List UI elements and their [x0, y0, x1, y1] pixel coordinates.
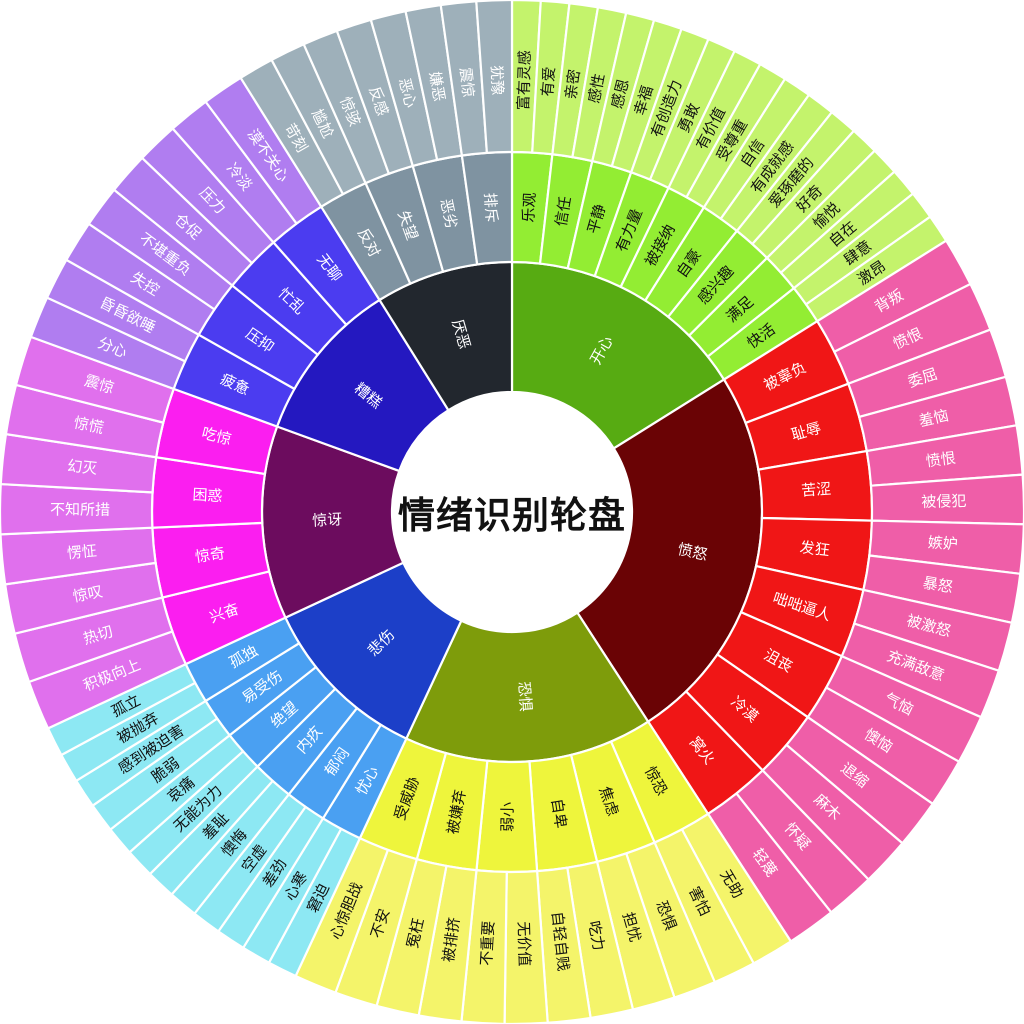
secondary-label: 自卑 [548, 797, 570, 829]
tertiary-label: 感性 [585, 72, 609, 105]
secondary-label: 苦涩 [801, 480, 832, 500]
secondary-label: 发狂 [799, 538, 831, 559]
tertiary-label: 愤恨 [925, 449, 957, 471]
tertiary-label: 幻灭 [66, 457, 98, 478]
tertiary-label: 有爱 [538, 66, 558, 97]
tertiary-label: 不知所措 [50, 500, 110, 518]
tertiary-label: 亲密 [562, 68, 584, 100]
tertiary-label: 富有灵感 [514, 50, 534, 110]
secondary-label: 信任 [552, 195, 575, 228]
tertiary-label: 吃力 [585, 919, 609, 952]
tertiary-label: 无价值 [514, 921, 533, 966]
secondary-label: 惊奇 [194, 544, 226, 566]
secondary-label: 恶劣 [437, 197, 461, 230]
center-hub [392, 392, 632, 632]
tertiary-label: 愣怔 [66, 542, 98, 563]
tertiary-label: 嫉妒 [927, 533, 958, 553]
core-label: 恐惧 [515, 681, 535, 712]
tertiary-segment [475, 0, 514, 155]
secondary-label: 弱小 [498, 802, 516, 832]
secondary-label: 排斥 [481, 192, 501, 223]
tertiary-label: 不重要 [477, 920, 498, 966]
secondary-label: 困惑 [192, 486, 223, 506]
tertiary-label: 惊叹 [71, 582, 104, 605]
tertiary-label: 犹豫 [487, 65, 506, 96]
tertiary-label: 嫌恶 [426, 70, 449, 103]
tertiary-label: 被侵犯 [921, 492, 966, 511]
wheel-title: 情绪识别轮盘 [398, 494, 626, 537]
tertiary-label: 惊慌 [72, 414, 105, 438]
tertiary-label: 暴怒 [921, 574, 954, 597]
secondary-emotion-ring: 乐观信任平静有力量被接纳自豪感兴趣满足快活被辜负耻辱苦涩发狂咄咄逼人沮丧冷漠窝火… [150, 150, 874, 874]
tertiary-label: 震惊 [456, 67, 477, 99]
core-label: 惊讶 [312, 510, 343, 529]
secondary-label: 乐观 [519, 192, 539, 223]
